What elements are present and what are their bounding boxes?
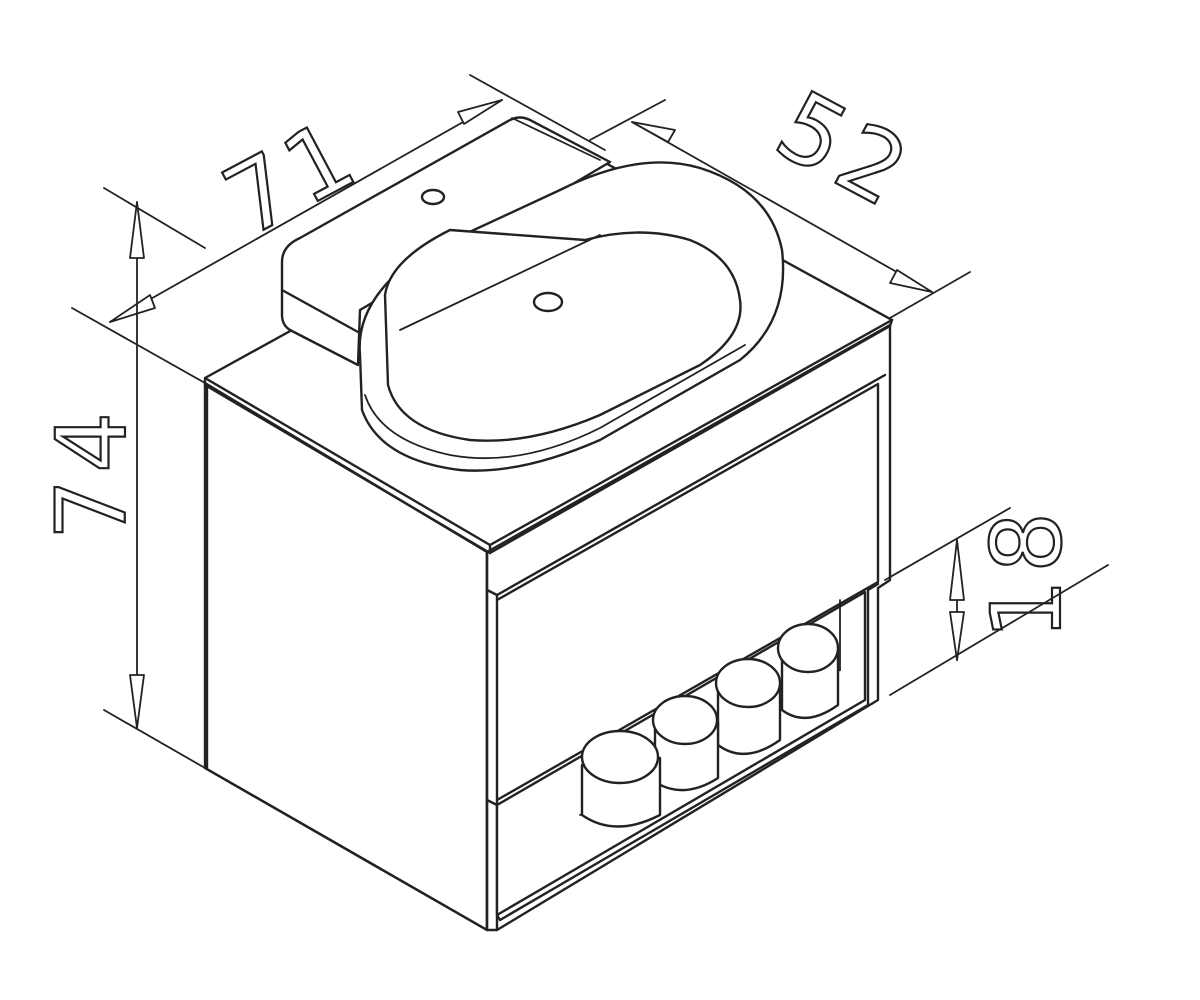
arrow-head (889, 269, 933, 293)
arrow-head (457, 99, 503, 125)
arrow-head (631, 121, 676, 143)
basin (280, 116, 785, 472)
arrow-head (949, 611, 965, 661)
arrow-head (129, 674, 145, 729)
height-dimension: 74 (35, 187, 206, 769)
countertop-edge-left (203, 376, 492, 555)
countertop-edge-front (488, 318, 894, 555)
arrow-head (129, 201, 145, 259)
drain-hole (532, 291, 564, 313)
cabinet-bottom-edge (203, 766, 489, 932)
arrow-head (949, 539, 965, 601)
drawer-label: 18 (971, 506, 1083, 640)
drawer-front (495, 382, 880, 802)
height-label: 74 (36, 406, 148, 540)
drawer-dimension: 18 (884, 505, 1109, 696)
tap-hole (420, 188, 446, 206)
rolled-towels (580, 622, 840, 828)
arrow-head (109, 294, 156, 323)
basin-inner-bowl (383, 228, 742, 442)
depth-label: 52 (759, 69, 930, 231)
